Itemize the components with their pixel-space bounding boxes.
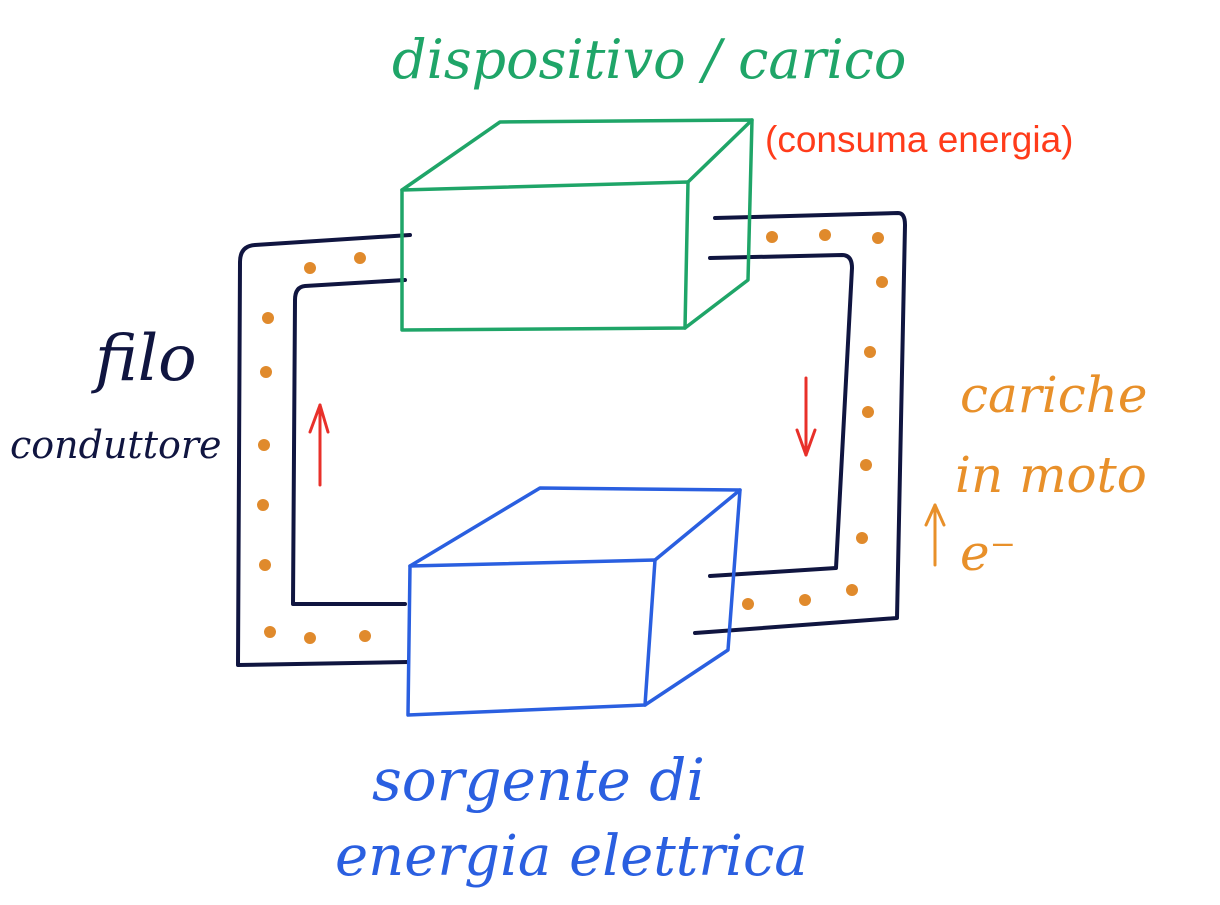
charge-dot [766, 231, 778, 243]
charge-dot [876, 276, 888, 288]
source-label-line1: sorgente di [372, 746, 705, 814]
charge-dot [799, 594, 811, 606]
wire-label-line1: filo [91, 322, 197, 396]
charge-dot [819, 229, 831, 241]
charge-dot [259, 559, 271, 571]
wire-label-line2: conduttore [10, 423, 222, 467]
charge-dot [872, 232, 884, 244]
charge-dot [304, 262, 316, 274]
charge-dot [860, 459, 872, 471]
source-label-line2: energia elettrica [335, 824, 808, 889]
charge-dot [862, 406, 874, 418]
charges [257, 229, 888, 644]
charge-dot [856, 532, 868, 544]
charge-dot [258, 439, 270, 451]
current-arrow-down [795, 376, 817, 457]
source-box [406, 486, 742, 717]
device-label: dispositivo / carico [392, 28, 906, 91]
consumes-energy-label: (consuma energia) [765, 119, 1073, 160]
wire-right [693, 211, 907, 635]
charge-dot [864, 346, 876, 358]
charge-dot [260, 366, 272, 378]
charges-label-line1: cariche [960, 366, 1148, 424]
charge-dot [742, 598, 754, 610]
electron-label: e⁻ [960, 524, 1016, 582]
charge-dot [257, 499, 269, 511]
charge-dot [264, 626, 276, 638]
charge-dot [354, 252, 366, 264]
current-arrow-up [308, 403, 330, 487]
wire-left [236, 233, 412, 667]
charges-label-line2: in moto [955, 446, 1147, 504]
charge-dot [359, 630, 371, 642]
charge-dot [262, 312, 274, 324]
charge-dot [304, 632, 316, 644]
charge-dot [846, 584, 858, 596]
device-box [400, 118, 754, 332]
electron-arrow [924, 503, 946, 567]
